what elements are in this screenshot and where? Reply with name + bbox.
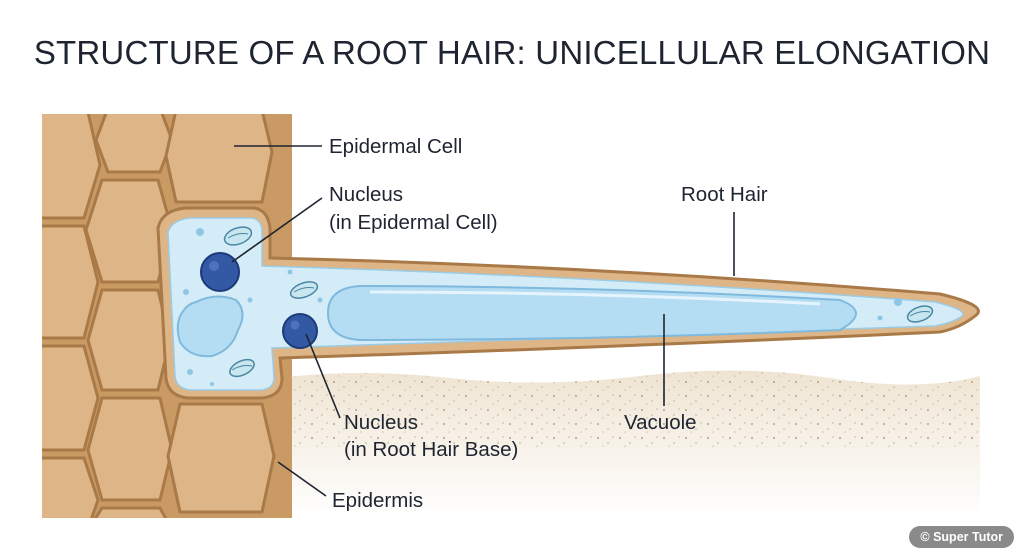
epidermal-cell <box>42 344 100 452</box>
epidermal-cell <box>86 396 174 502</box>
epidermal-cell <box>164 114 274 204</box>
leader-lines <box>231 145 735 497</box>
nucleus-root-hair-base <box>282 313 318 349</box>
label-root-hair: Root Hair <box>681 183 768 206</box>
label-nucleus-base: Nucleus <box>344 411 418 434</box>
epidermal-cell <box>84 178 174 284</box>
soil <box>278 370 980 520</box>
epidermal-cell <box>170 520 274 559</box>
label-nucleus-base-detail: (in Root Hair Base) <box>344 438 518 461</box>
label-epidermis: Epidermis <box>332 489 423 512</box>
epidermal-cell <box>42 224 100 340</box>
epidermal-cell <box>93 506 168 518</box>
epidermal-vacuole <box>176 295 244 358</box>
label-epidermal-cell: Epidermal Cell <box>329 135 462 158</box>
granules <box>183 228 902 386</box>
page-title: STRUCTURE OF A ROOT HAIR: UNICELLULAR EL… <box>33 34 991 71</box>
epidermal-cell <box>166 402 276 514</box>
credit-badge: © Super Tutor <box>909 526 1014 548</box>
epidermal-cell <box>42 456 100 518</box>
label-vacuole: Vacuole <box>624 411 697 434</box>
leader-epidermis <box>277 461 327 497</box>
vacuole-highlight <box>369 290 821 306</box>
leader-nucleus-epidermal <box>231 197 323 263</box>
mitochondria <box>223 226 934 378</box>
epidermal-cell <box>42 114 102 220</box>
label-nucleus-epidermal-detail: (in Epidermal Cell) <box>329 211 498 234</box>
nucleus-epidermal <box>200 252 240 292</box>
epidermal-cell <box>94 114 174 174</box>
label-nucleus-epidermal: Nucleus <box>329 183 403 206</box>
leader-nucleus-base <box>305 333 341 419</box>
labels: Epidermal Cell Nucleus (in Epidermal Cel… <box>329 135 768 512</box>
epidermal-cell <box>86 288 172 392</box>
